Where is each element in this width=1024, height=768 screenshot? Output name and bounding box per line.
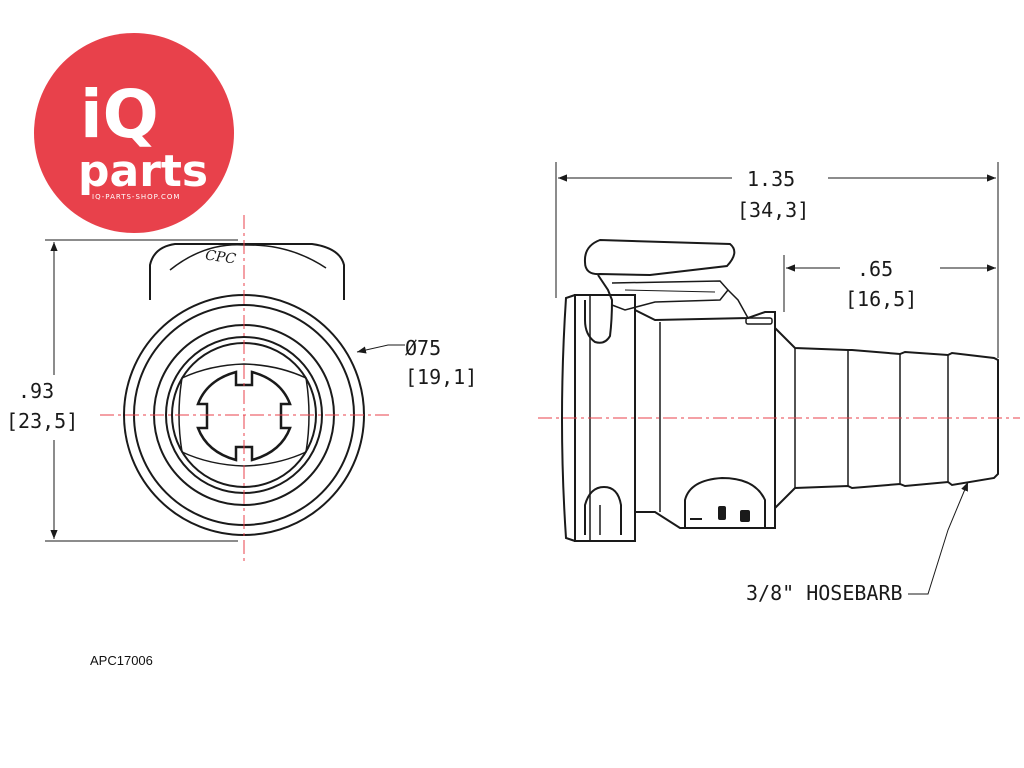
front-valve [196, 370, 292, 462]
side-latch-arm [584, 274, 614, 344]
side-front-flange [561, 294, 576, 542]
diameter-dim-mm: [19,1] [405, 365, 477, 389]
side-bottom-window [684, 476, 766, 528]
logo-bottom-text: parts [78, 146, 208, 197]
hosebarb-leader [908, 481, 969, 595]
side-text-marks [690, 506, 750, 522]
side-bottom-latch [584, 485, 622, 535]
brand-mark: CPC [204, 248, 237, 268]
front-latch-tab [169, 243, 327, 271]
height-dim-mm: [23,5] [6, 409, 78, 433]
length-dim-mm: [34,3] [737, 198, 809, 222]
barb-dim-mm: [16,5] [845, 287, 917, 311]
side-hosebarb [774, 327, 999, 509]
iq-parts-logo: iQ parts IQ-PARTS-SHOP.COM [34, 33, 234, 233]
part-number: APC17006 [90, 653, 153, 668]
front-inner-bore [178, 363, 310, 467]
diameter-dim-inches: Ø75 [405, 336, 441, 360]
diameter-leader [356, 344, 405, 354]
front-dimensions [45, 239, 405, 542]
logo-top-text: iQ [80, 76, 159, 153]
side-dimensions [555, 162, 999, 595]
side-view [561, 238, 999, 542]
front-view: CPC [123, 243, 365, 536]
side-main-body [634, 309, 776, 529]
length-dim-inches: 1.35 [747, 167, 795, 191]
side-latch-spring [611, 280, 729, 311]
front-latch-housing [149, 243, 345, 300]
logo-circle [34, 33, 234, 233]
barb-dim-inches: .65 [857, 257, 893, 281]
hosebarb-label: 3/8" HOSEBARB [746, 581, 903, 605]
side-latch [583, 238, 736, 277]
front-centerlines [100, 215, 392, 565]
logo-url-text: IQ-PARTS-SHOP.COM [92, 193, 180, 201]
height-dim-inches: .93 [18, 379, 54, 403]
side-latch-marker [745, 317, 773, 325]
